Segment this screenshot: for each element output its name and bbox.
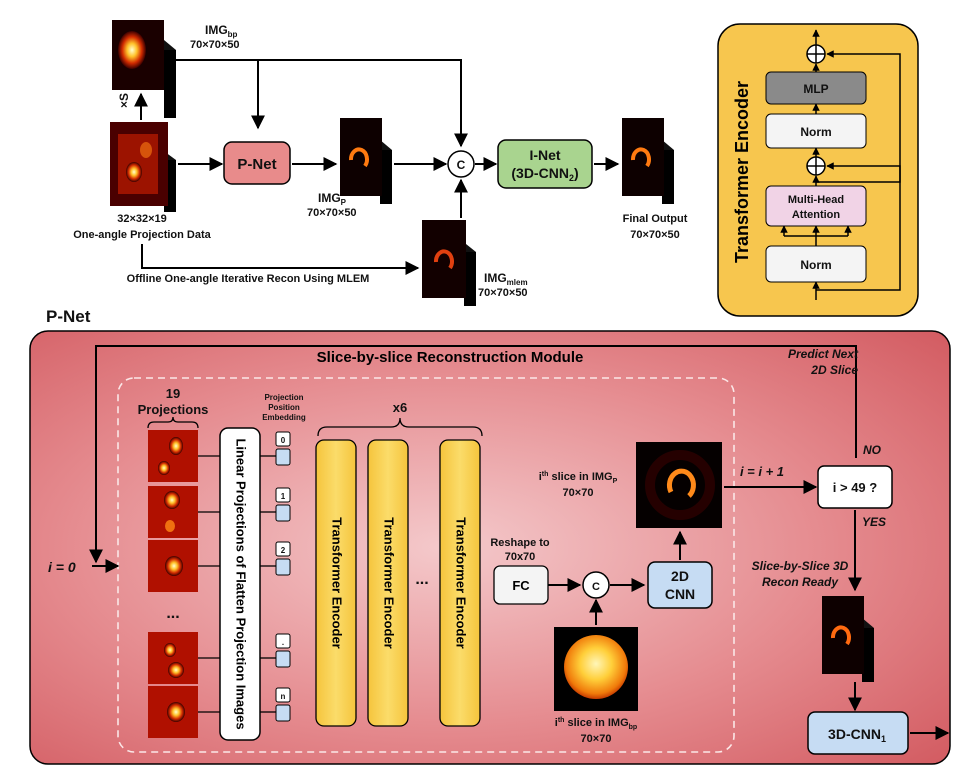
img-mlem-label: IMGmlem bbox=[484, 271, 528, 287]
predict-line1: Predict Next bbox=[788, 347, 859, 361]
module-title: Slice-by-slice Reconstruction Module bbox=[317, 349, 584, 366]
norm-bottom-box bbox=[765, 245, 867, 283]
pnet-concat-node bbox=[582, 571, 610, 599]
img-bp-label: IMGbp bbox=[205, 23, 238, 39]
attention-line1: Multi-Head bbox=[788, 194, 844, 206]
transformer-encoder-6-label: Transformer Encoder bbox=[454, 517, 469, 649]
projection-tiles bbox=[148, 430, 198, 738]
condition-box bbox=[817, 465, 893, 509]
mlp-box bbox=[765, 71, 867, 105]
projection-data-volume bbox=[110, 122, 176, 212]
projections-ellipsis: ... bbox=[166, 605, 179, 622]
token-dot: . bbox=[260, 633, 291, 668]
final-line1: Final Output bbox=[623, 213, 688, 225]
img-p-label: IMGP bbox=[318, 191, 347, 207]
pnet-concat-label: C bbox=[592, 581, 600, 593]
loop-back-arrow bbox=[89, 345, 857, 564]
encoder-panel-title: Transformer Encoder bbox=[732, 81, 752, 263]
slice-p-dims: 70×70 bbox=[563, 487, 594, 499]
proj-caption: One-angle Projection Data bbox=[73, 229, 211, 241]
norm-bottom-label: Norm bbox=[800, 258, 831, 272]
pos-embed-line3: Embedding bbox=[262, 413, 306, 422]
fc-label: FC bbox=[512, 578, 530, 593]
pos-embed-line1: Projection bbox=[264, 393, 303, 402]
linear-projection-label: Linear Projections of Flatten Projection… bbox=[234, 438, 249, 729]
inet-line1: I-Net bbox=[529, 147, 560, 163]
linear-projection-box bbox=[219, 427, 261, 741]
final-line2: 70×70×50 bbox=[630, 229, 680, 241]
img-p-volume bbox=[340, 118, 392, 204]
img-p-dims: 70×70×50 bbox=[307, 207, 357, 219]
predict-line2: 2D Slice bbox=[810, 363, 858, 377]
inet-box bbox=[497, 139, 593, 189]
repeat-label: x6 bbox=[393, 400, 407, 415]
slice-p-caption: ith slice in IMGP bbox=[539, 471, 618, 485]
transformer-encoder-6 bbox=[439, 439, 481, 727]
scale-label: ×S bbox=[117, 93, 131, 108]
cnn2d-line1: 2D bbox=[671, 568, 689, 584]
projections-line1: 19 bbox=[166, 386, 180, 401]
transformer-encoder-1-label: Transformer Encoder bbox=[330, 517, 345, 649]
img-bp-volume bbox=[112, 20, 176, 118]
attention-box bbox=[765, 185, 867, 227]
pnet-box bbox=[223, 141, 291, 185]
inet-line2: (3D-CNN2) bbox=[511, 165, 578, 183]
no-label: NO bbox=[863, 443, 882, 457]
transformer-encoder-2 bbox=[367, 439, 409, 727]
proj-dims: 32×32×19 bbox=[117, 213, 167, 225]
transformer-encoder-1 bbox=[315, 439, 357, 727]
token-n: n bbox=[260, 687, 291, 722]
svg-text:1: 1 bbox=[281, 492, 286, 501]
cnn2d-box bbox=[647, 561, 713, 609]
cnn3d-label: 3D-CNN1 bbox=[828, 726, 886, 744]
arrow-bp-to-pnet bbox=[176, 59, 265, 130]
projections-line2: Projections bbox=[138, 402, 209, 417]
reshape-line2: 70x70 bbox=[505, 551, 536, 563]
mlem-caption: Offline One-angle Iterative Recon Using … bbox=[127, 273, 370, 285]
repeat-brace bbox=[317, 417, 483, 437]
norm-top-label: Norm bbox=[800, 125, 831, 139]
i-increment: i = i + 1 bbox=[740, 464, 784, 479]
token-2: 2 bbox=[260, 541, 291, 576]
transformer-encoder-2-label: Transformer Encoder bbox=[382, 517, 397, 649]
slice-bp-caption: ith slice in IMGbp bbox=[555, 717, 637, 731]
img-bp-dims: 70×70×50 bbox=[190, 39, 240, 51]
svg-text:0: 0 bbox=[281, 436, 286, 445]
projections-brace bbox=[147, 416, 199, 429]
yes-label: YES bbox=[862, 515, 886, 529]
mlp-label: MLP bbox=[803, 82, 828, 96]
arrow-bp-to-concat bbox=[176, 59, 468, 148]
final-output-volume bbox=[622, 118, 674, 204]
arrow-proj-to-mlem bbox=[141, 244, 420, 275]
cnn3d-box bbox=[807, 711, 909, 755]
attention-line2: Attention bbox=[792, 209, 841, 221]
encoder-ellipsis: ... bbox=[415, 571, 428, 588]
ready-line2: Recon Ready bbox=[762, 575, 839, 589]
pnet-heading: P-Net bbox=[46, 307, 91, 326]
svg-text:2: 2 bbox=[281, 546, 286, 555]
reshape-line1: Reshape to bbox=[490, 537, 550, 549]
token-1: 1 bbox=[260, 487, 291, 522]
pos-embed-line2: Position bbox=[268, 403, 300, 412]
concat-label: C bbox=[457, 158, 466, 172]
ready-line1: Slice-by-Slice 3D bbox=[752, 559, 849, 573]
cnn2d-line2: CNN bbox=[665, 586, 695, 602]
slice-bp-dims: 70×70 bbox=[581, 733, 612, 745]
pnet-box-label: P-Net bbox=[237, 156, 276, 173]
i-init: i = 0 bbox=[48, 559, 76, 575]
img-mlem-volume bbox=[422, 220, 476, 306]
condition-label: i > 49 ? bbox=[833, 480, 877, 495]
svg-text:n: n bbox=[281, 692, 286, 701]
token-0: 0 bbox=[260, 431, 291, 466]
norm-top-box bbox=[765, 113, 867, 149]
recon-volume bbox=[822, 596, 874, 682]
svg-text:.: . bbox=[282, 638, 284, 647]
img-mlem-dims: 70×70×50 bbox=[478, 287, 528, 299]
concat-node bbox=[447, 150, 475, 178]
